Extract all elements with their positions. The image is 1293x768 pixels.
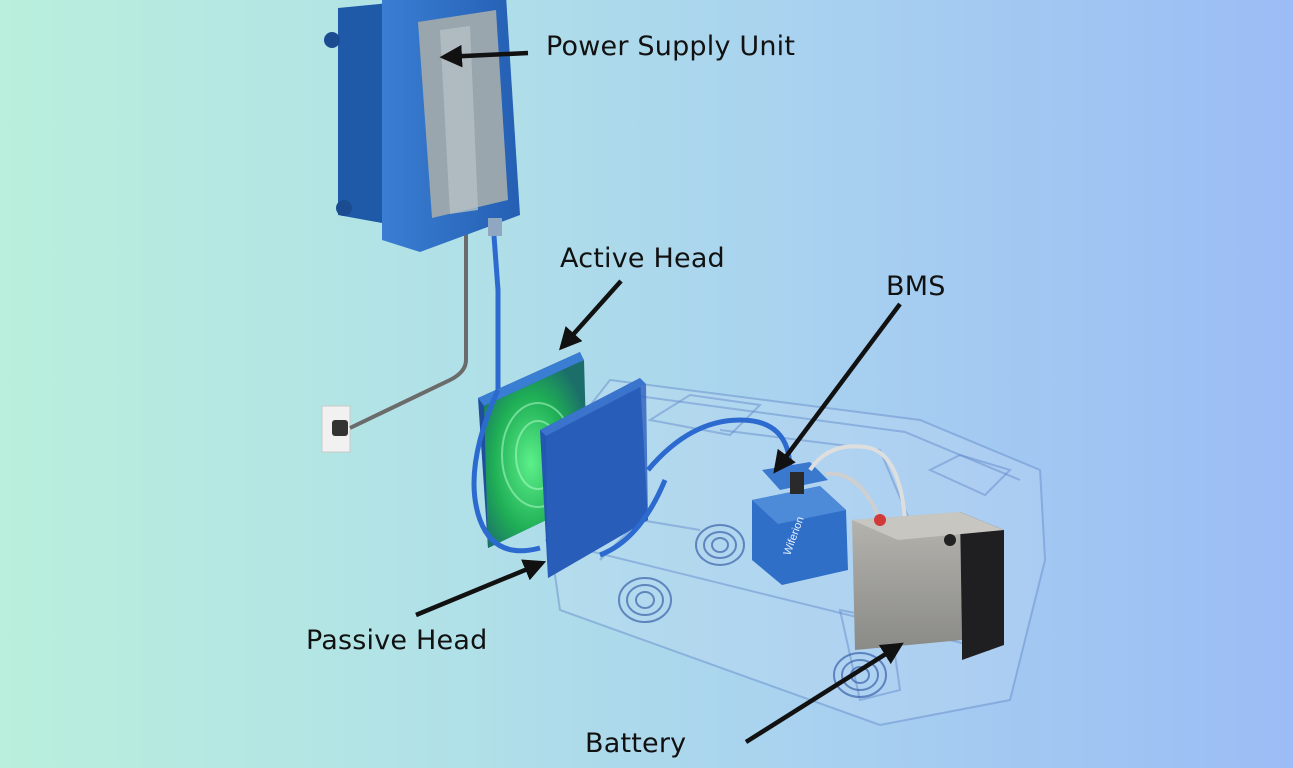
- wheel-left-front: [618, 577, 672, 623]
- mains-cable: [349, 232, 468, 430]
- passive-head: [540, 378, 648, 578]
- label-battery: Battery: [585, 728, 687, 759]
- label-active-head: Active Head: [560, 243, 725, 274]
- head-loop-cable: [471, 388, 541, 554]
- passive-to-bms-cable: [599, 417, 793, 558]
- wall-socket: [321, 405, 351, 453]
- label-passive-head: Passive Head: [306, 625, 488, 656]
- power-supply-unit: [324, 0, 520, 252]
- dc-cable: [491, 235, 501, 390]
- label-bms: BMS: [886, 271, 946, 302]
- wheel-left-rear: [695, 524, 745, 566]
- arrow-battery: [744, 642, 904, 744]
- arrow-bms: [773, 302, 902, 474]
- arrow-passive-head: [415, 559, 547, 618]
- arrow-active-head: [559, 279, 623, 351]
- arrow-power-supply: [439, 44, 529, 68]
- battery: [852, 512, 1004, 660]
- label-power-supply-unit: Power Supply Unit: [546, 31, 796, 62]
- bms-module: Wiferion: [752, 462, 848, 585]
